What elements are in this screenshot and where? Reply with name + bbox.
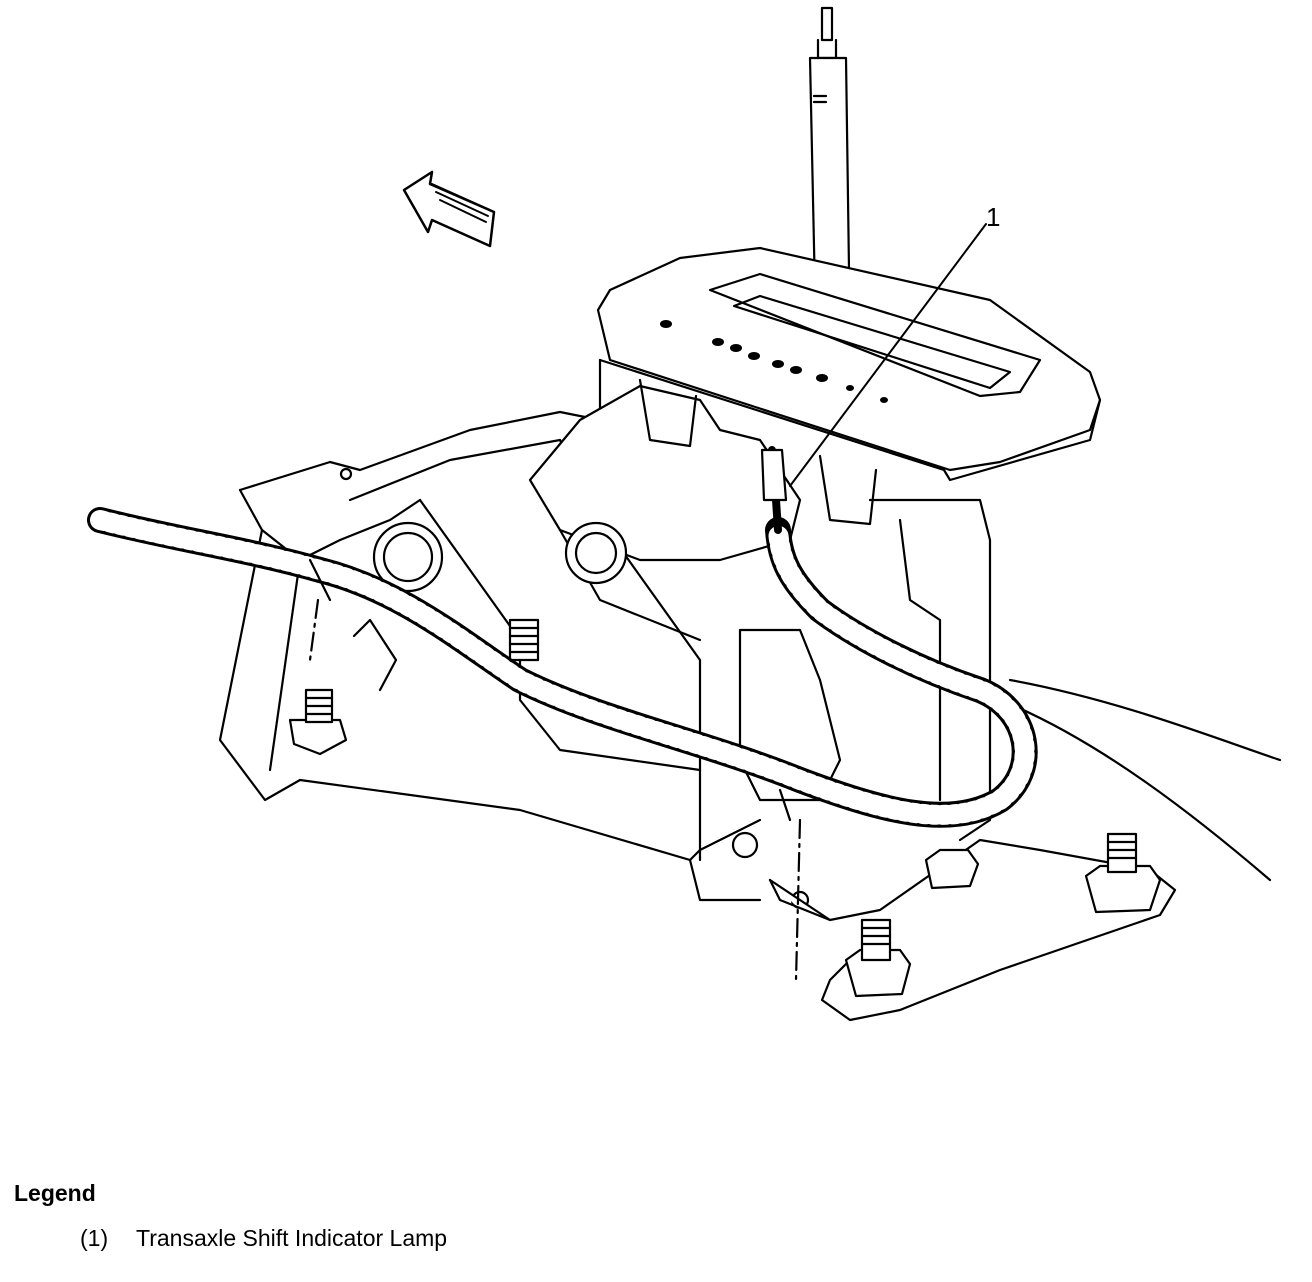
legend-item-label: Transaxle Shift Indicator Lamp xyxy=(136,1225,448,1251)
shift-control-diagram: 1 xyxy=(87,6,1282,1022)
mounting-holes xyxy=(339,467,934,919)
detent-symbols xyxy=(660,320,888,403)
mounting-studs xyxy=(288,618,1162,998)
legend-title: Legend xyxy=(14,1180,96,1206)
centerlines xyxy=(308,598,802,982)
indicator-bezel xyxy=(596,246,1102,482)
direction-arrow-icon xyxy=(402,170,496,248)
stud-right xyxy=(1084,832,1162,914)
stud-center-nut xyxy=(924,848,980,890)
legend-item: (1) Transaxle Shift Indicator Lamp xyxy=(80,1225,447,1252)
stud-front-left xyxy=(288,688,348,756)
legend-list: (1) Transaxle Shift Indicator Lamp xyxy=(80,1225,447,1252)
stud-mid xyxy=(508,618,540,662)
wiring-harness xyxy=(87,446,1038,828)
background-outline xyxy=(998,678,1282,882)
legend-item-number: (1) xyxy=(80,1225,109,1251)
callout-number-1: 1 xyxy=(986,202,1000,232)
stud-front-right xyxy=(844,918,912,998)
legend: Legend (1) Transaxle Shift Indicator Lam… xyxy=(14,1180,447,1252)
callout-leader-line xyxy=(789,223,987,487)
